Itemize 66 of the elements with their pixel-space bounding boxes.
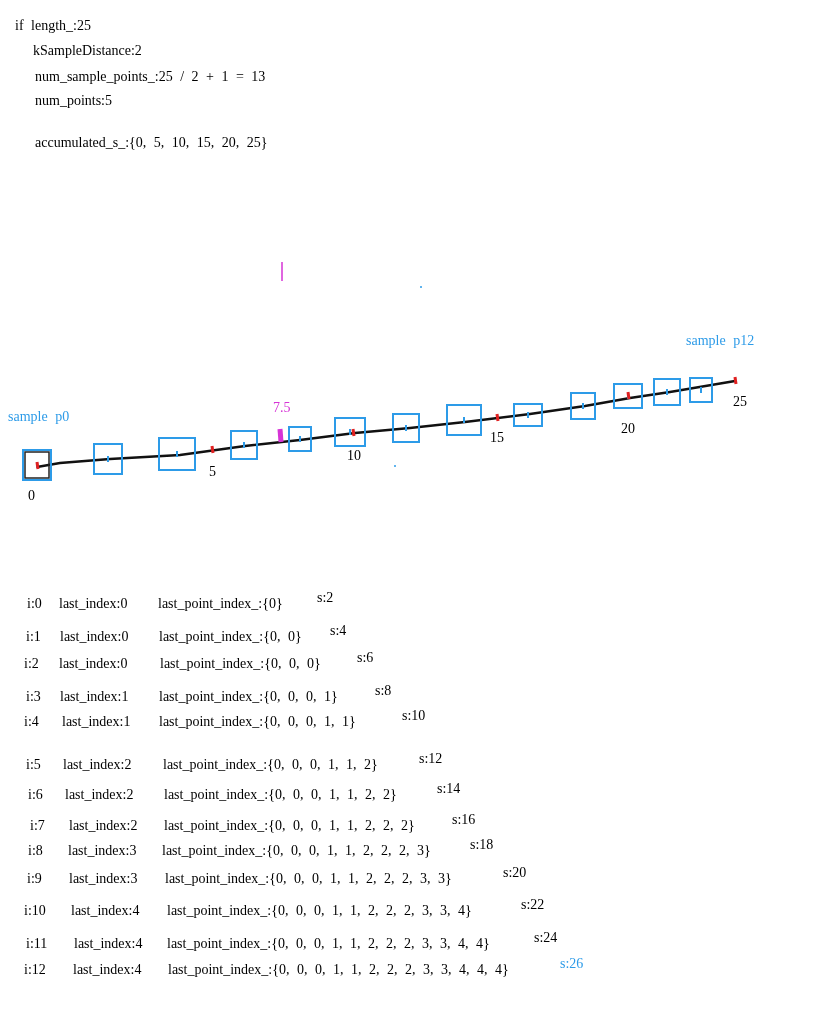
index-list-label: last_point_index_:{0, 0, 0, 1, 1, 2, 2, 2, 3, 3, 4, 4, 4}: [168, 962, 509, 978]
tick-label: 25: [733, 394, 747, 410]
last-index-label: last_index:1: [62, 714, 131, 730]
distance-label: s:12: [419, 751, 443, 767]
code-line: num_points:5: [35, 93, 112, 109]
tick-label: 10: [347, 448, 361, 464]
index-list-label: last_point_index_:{0, 0, 0, 1, 1, 2, 2, 2, 3, 3, 4}: [167, 903, 472, 919]
tick-label: 15: [490, 430, 504, 446]
code-line: num_sample_points_:25 / 2 + 1 = 13: [35, 69, 266, 85]
last-index-label: last_index:4: [71, 903, 140, 919]
tick-label: 5: [209, 464, 216, 480]
code-line: if length_:25: [15, 18, 91, 34]
index-label: i:9: [27, 871, 42, 887]
last-index-label: last_index:2: [65, 787, 134, 803]
tick-label: 0: [28, 488, 35, 504]
index-label: i:4: [24, 714, 39, 730]
index-list-label: last_point_index_:{0, 0, 0}: [160, 656, 321, 672]
tick-label: 20: [621, 421, 635, 437]
distance-label: s:20: [503, 865, 527, 881]
last-index-label: last_index:4: [73, 962, 142, 978]
distance-label: s:18: [470, 837, 494, 853]
index-list-label: last_point_index_:{0, 0, 0, 1}: [159, 689, 338, 705]
distance-label: s:24: [534, 930, 558, 946]
last-index-label: last_index:0: [59, 596, 128, 612]
distance-label: s:26: [560, 956, 584, 972]
last-index-label: last_index:3: [68, 843, 137, 859]
index-list-label: last_point_index_:{0, 0, 0, 1, 1, 2, 2, 2}: [164, 818, 415, 834]
index-label: i:2: [24, 656, 39, 672]
index-label: i:12: [24, 962, 46, 978]
index-list-label: last_point_index_:{0, 0, 0, 1, 1}: [159, 714, 356, 730]
index-label: i:1: [26, 629, 41, 645]
point-label: sample p12: [686, 333, 755, 349]
last-index-label: last_index:0: [59, 656, 128, 672]
distance-label: s:2: [317, 590, 334, 606]
index-label: i:7: [30, 818, 45, 834]
code-line: accumulated_s_:{0, 5, 10, 15, 20, 25}: [35, 135, 268, 151]
index-label: i:0: [27, 596, 42, 612]
tick-label: 7.5: [273, 400, 291, 416]
index-list-label: last_point_index_:{0, 0, 0, 1, 1, 2, 2, 2, 3, 3, 4, 4}: [167, 936, 490, 952]
distance-label: s:4: [330, 623, 347, 639]
index-label: i:11: [26, 936, 48, 952]
distance-label: s:8: [375, 683, 392, 699]
point-label: sample p0: [8, 409, 70, 425]
code-line: kSampleDistance:2: [33, 43, 142, 59]
last-index-label: last_index:2: [69, 818, 138, 834]
last-index-label: last_index:1: [60, 689, 129, 705]
index-list-label: last_point_index_:{0, 0, 0, 1, 1, 2, 2, 2, 3, 3}: [165, 871, 452, 887]
distance-label: s:10: [402, 708, 426, 724]
index-list-label: last_point_index_:{0, 0, 0, 1, 1, 2, 2}: [164, 787, 397, 803]
last-index-label: last_index:2: [63, 757, 132, 773]
distance-label: s:16: [452, 812, 476, 828]
index-label: i:5: [26, 757, 41, 773]
index-label: i:10: [24, 903, 46, 919]
index-label: i:8: [28, 843, 43, 859]
distance-label: s:6: [357, 650, 374, 666]
last-index-label: last_index:3: [69, 871, 138, 887]
distance-label: s:22: [521, 897, 545, 913]
index-label: i:3: [26, 689, 41, 705]
index-list-label: last_point_index_:{0}: [158, 596, 283, 612]
index-list-label: last_point_index_:{0, 0, 0, 1, 1, 2, 2, 2, 3}: [162, 843, 431, 859]
last-index-label: last_index:4: [74, 936, 143, 952]
last-index-label: last_index:0: [60, 629, 129, 645]
index-label: i:6: [28, 787, 43, 803]
index-list-label: last_point_index_:{0, 0}: [159, 629, 302, 645]
index-list-label: last_point_index_:{0, 0, 0, 1, 1, 2}: [163, 757, 378, 773]
distance-label: s:14: [437, 781, 461, 797]
